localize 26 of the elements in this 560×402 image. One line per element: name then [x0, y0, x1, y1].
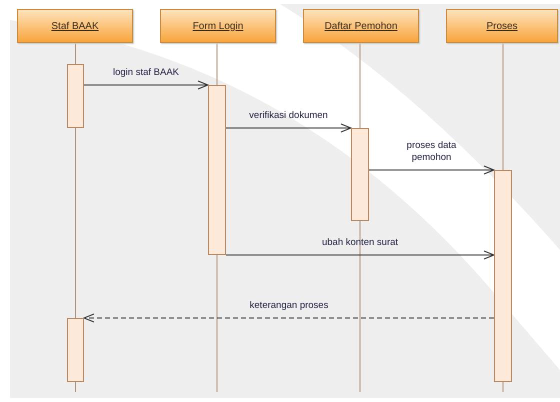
participant-name: Staf BAAK [51, 20, 99, 32]
activation-bar [351, 128, 369, 221]
activation-bar [67, 64, 84, 128]
lifeline-header [160, 9, 276, 43]
activation-bar [67, 318, 84, 382]
message-arrow [84, 314, 494, 322]
participant-name: Daftar Pemohon [324, 20, 398, 32]
participant-name: Proses [486, 20, 518, 32]
activation-bar [494, 170, 512, 382]
lifeline [75, 128, 76, 318]
lifeline-header [303, 9, 419, 43]
lifeline-header [446, 9, 558, 43]
message-arrow [226, 124, 352, 132]
activation-bar [208, 85, 226, 255]
lifeline-header [17, 9, 133, 43]
lifeline [216, 42, 218, 86]
message-label: keterangan proses [248, 300, 330, 311]
message-label: verifikasi dokumen [248, 110, 329, 121]
lifeline [502, 42, 504, 170]
lifeline [75, 42, 76, 64]
message-arrow [226, 250, 494, 260]
message-arrow [84, 80, 208, 90]
participant-name: Form Login [192, 20, 244, 32]
message-label: login staf BAAK [112, 66, 180, 78]
message-label: proses data pemohon [406, 140, 458, 163]
message-arrow [368, 166, 494, 174]
